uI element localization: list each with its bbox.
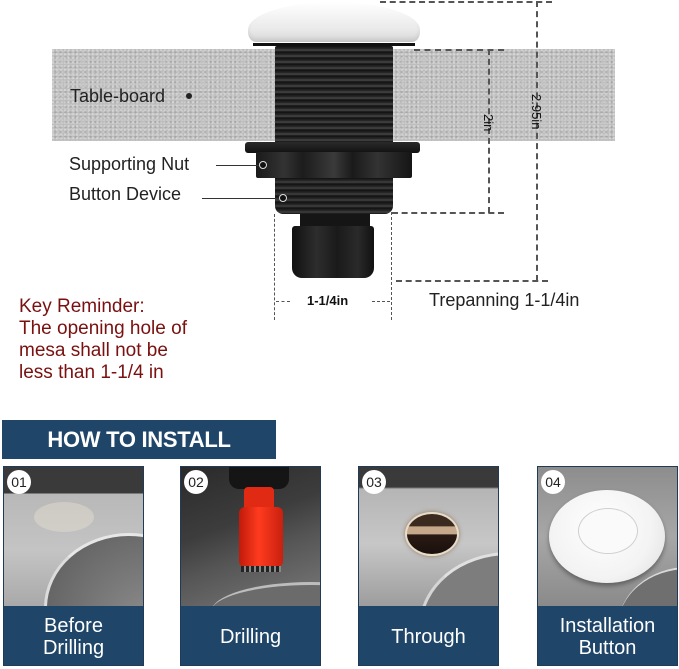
step-number-badge: 03	[362, 470, 386, 494]
trepanning-label: Trepanning 1-1/4in	[429, 290, 580, 310]
table-board-label: Table-board	[70, 86, 166, 106]
dim-total-vertical	[536, 1, 538, 281]
step-caption: Through	[359, 606, 498, 665]
how-to-install-banner: HOW TO INSTALL	[2, 420, 276, 459]
step-number-badge: 02	[184, 470, 208, 494]
step-caption-line1: Before	[44, 614, 103, 637]
button-cap	[248, 2, 420, 42]
supporting-nut-dot	[259, 161, 267, 169]
install-step-4: 04 Installation Button	[537, 466, 678, 666]
key-reminder-line1: The opening hole of	[19, 318, 187, 339]
dim-label-2in: 2in	[481, 114, 496, 132]
device-neck	[300, 214, 370, 228]
dim-label-2-95in: 2.95in	[529, 94, 544, 130]
dim-width-line-left	[276, 301, 290, 302]
drilling-photo	[181, 467, 320, 606]
button-device-label: Button Device	[69, 184, 182, 204]
step-caption: Before Drilling	[4, 606, 143, 665]
supporting-nut-label: Supporting Nut	[69, 154, 190, 174]
step-caption: Installation Button	[538, 606, 677, 665]
install-step-3: 03 Through	[358, 466, 499, 666]
step-caption: Drilling	[181, 606, 320, 665]
dim-2in-vertical	[488, 49, 490, 213]
device-flange	[245, 142, 420, 153]
button-thread	[275, 46, 393, 144]
button-device-leader	[202, 198, 282, 199]
supporting-nut-part	[256, 152, 412, 178]
key-reminder-line2: mesa shall not be	[19, 340, 168, 361]
dim-width-right	[391, 212, 392, 320]
dim-width-line-right	[372, 301, 390, 302]
dim-width-left	[274, 214, 275, 320]
table-board-dot	[186, 93, 192, 99]
dim-top-line	[380, 1, 552, 3]
table-board	[52, 49, 275, 141]
key-reminder: Key Reminder: The opening hole of mesa s…	[19, 296, 259, 384]
key-reminder-title: Key Reminder:	[19, 296, 145, 317]
step-caption-line1: Installation	[559, 614, 656, 637]
dim-label-width: 1-1/4in	[307, 293, 349, 308]
lower-thread	[275, 178, 393, 214]
supporting-nut-leader	[216, 165, 262, 166]
install-step-1: 01 Before Drilling	[3, 466, 144, 666]
key-reminder-line3: less than 1-1/4 in	[19, 362, 164, 383]
step-caption-line2: Drilling	[42, 636, 105, 659]
step-caption-line2: Button	[578, 636, 637, 659]
step-number-badge: 01	[7, 470, 31, 494]
hose-connector	[292, 226, 374, 278]
step-number-badge: 04	[541, 470, 565, 494]
dim-2in-bottom-line	[392, 212, 504, 214]
dim-board-top-line	[414, 49, 504, 51]
install-step-2: 02 Drilling	[180, 466, 321, 666]
dim-total-bottom-line	[396, 280, 548, 282]
table-board-right	[393, 49, 615, 141]
step-caption-line1: Through	[391, 625, 466, 648]
installation-button-photo	[538, 467, 677, 606]
button-device-dot	[279, 194, 287, 202]
step-caption-line1: Drilling	[219, 625, 282, 648]
button-cap-ring	[253, 43, 415, 46]
